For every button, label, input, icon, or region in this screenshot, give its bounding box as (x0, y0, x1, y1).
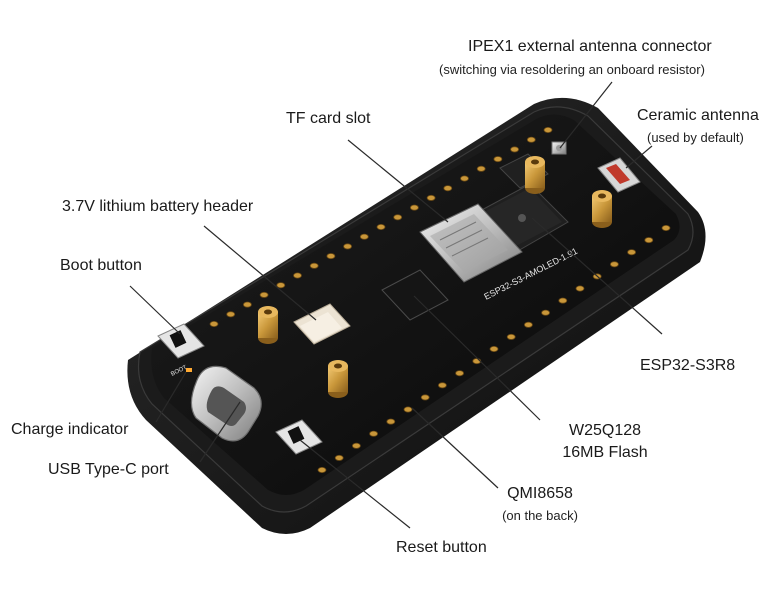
reset-button (275, 419, 323, 455)
header-pin (558, 297, 568, 304)
header-pin (460, 175, 469, 182)
leader-reset (299, 439, 411, 529)
leader-charge (155, 371, 187, 423)
imu-title: QMI8658 (507, 485, 573, 502)
header-pin (443, 185, 453, 192)
header-pin (386, 418, 396, 425)
flash-label-line2: 16MB Flash (562, 444, 648, 461)
header-pin (242, 301, 252, 308)
header-pin (524, 321, 533, 328)
header-pin (506, 333, 516, 340)
header-pin (317, 466, 327, 473)
ceramic-title: Ceramic antenna (637, 107, 759, 124)
flash-label-line1: W25Q128 (568, 422, 642, 439)
usb-port-label: USB Type-C port (48, 461, 169, 478)
header-pin (369, 430, 379, 437)
ceramic-antenna (597, 157, 641, 193)
header-pin (455, 370, 465, 377)
header-pin (259, 291, 269, 298)
header-pin (526, 136, 536, 143)
leader-ceramic (625, 145, 653, 169)
header-pin (403, 406, 413, 413)
brass-standoffs (258, 156, 612, 398)
charge-led (186, 368, 192, 372)
leader-tf (347, 139, 449, 223)
header-pin (376, 223, 386, 230)
ipex-note: (switching via resoldering an onboard re… (439, 62, 705, 77)
header-pin (409, 204, 419, 211)
flash-chip (381, 269, 449, 321)
esp32-label: ESP32-S3R8 (640, 357, 736, 374)
header-pin (293, 272, 302, 279)
header-pin (359, 233, 369, 240)
leader-usb (199, 401, 241, 463)
ceramic-note: (used by default) (647, 130, 744, 145)
header-pin (541, 309, 550, 316)
charge-indicator-label: Charge indicator (11, 421, 129, 438)
leader-battery (203, 225, 317, 321)
leader-esp32 (531, 217, 663, 335)
usb-c-port (190, 365, 262, 442)
header-pin (644, 237, 654, 244)
header-pin (610, 261, 619, 268)
leader-boot (129, 285, 181, 335)
header-pin (661, 224, 671, 231)
header-pin (476, 165, 486, 172)
header-pin (393, 214, 403, 221)
header-pin (226, 311, 236, 318)
header-pin (575, 285, 585, 292)
header-pin (493, 156, 503, 163)
header-pin (334, 454, 344, 461)
battery-header-label: 3.7V lithium battery header (62, 198, 254, 215)
header-pin (426, 194, 436, 201)
leader-ipex (559, 81, 613, 149)
header-pin (510, 146, 519, 153)
header-pin (489, 345, 499, 352)
tf-card-slot (419, 203, 523, 283)
leader-flash (413, 295, 541, 421)
leader-lines (129, 81, 663, 529)
header-pin (209, 320, 219, 327)
header-pin (309, 262, 319, 269)
header-pin (627, 249, 636, 256)
header-pin (437, 382, 447, 389)
imu-note: (on the back) (502, 508, 578, 523)
boot-button (157, 323, 205, 359)
header-pin (326, 253, 336, 260)
header-pin (276, 282, 286, 289)
tf-card-label: TF card slot (286, 110, 371, 127)
leader-imu (411, 407, 499, 489)
header-pin (543, 127, 553, 134)
battery-header (293, 303, 351, 345)
boot-button-label: Boot button (60, 257, 142, 274)
ipex-title: IPEX1 external antenna connector (468, 38, 712, 55)
header-pin (420, 394, 430, 401)
header-pin-row-top (209, 127, 553, 327)
header-pin (343, 243, 353, 250)
reset-button-label: Reset button (396, 539, 487, 556)
header-pin (351, 442, 361, 449)
